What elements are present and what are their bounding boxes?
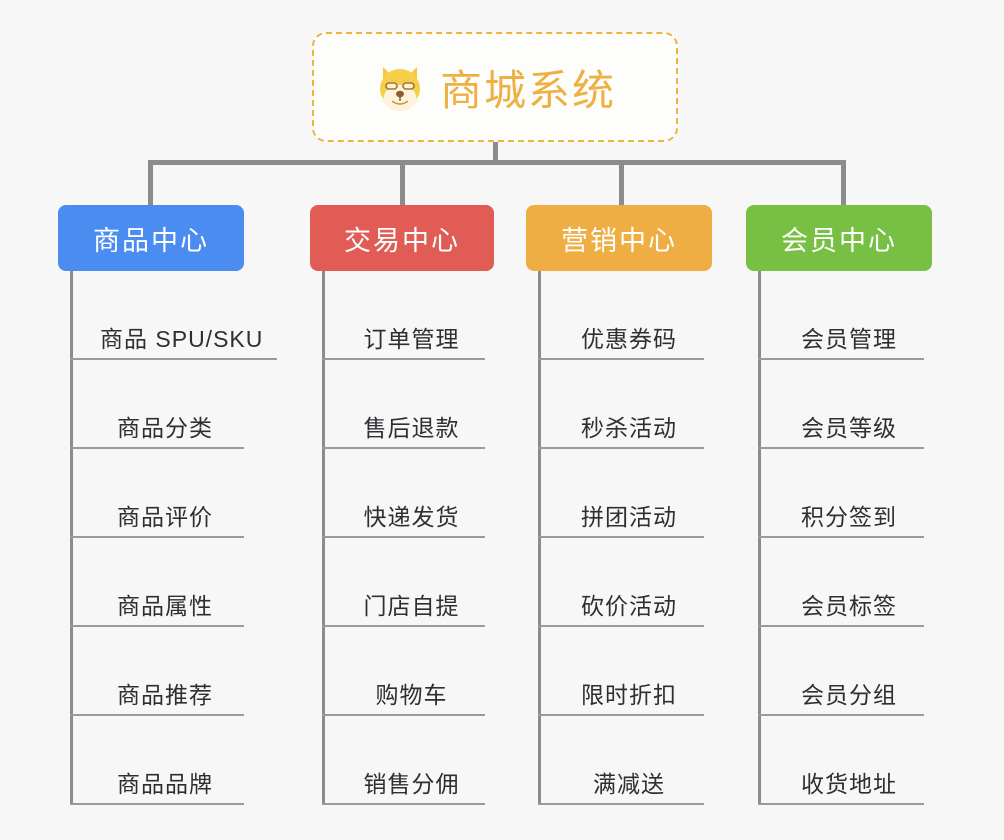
branch-header-marketing-center[interactable]: 营销中心 bbox=[526, 205, 712, 271]
list-item[interactable]: 商品 SPU/SKU bbox=[58, 271, 278, 360]
list-item[interactable]: 收货地址 bbox=[746, 716, 932, 805]
root-title: 商城系统 bbox=[439, 66, 616, 114]
list-item[interactable]: 商品推荐 bbox=[58, 627, 244, 716]
list-item-label: 收货地址 bbox=[801, 770, 897, 797]
list-item[interactable]: 商品分类 bbox=[58, 360, 244, 449]
list-item-label: 限时折扣 bbox=[581, 681, 677, 708]
branch-column-trade-center: 交易中心 订单管理 售后退款 快递发货 门店自提 购物车 销售分佣 bbox=[310, 205, 494, 805]
list-item[interactable]: 砍价活动 bbox=[526, 538, 712, 627]
shiba-dog-face-icon bbox=[374, 61, 426, 113]
list-item-label: 砍价活动 bbox=[581, 592, 677, 619]
list-item-label: 快递发货 bbox=[363, 503, 460, 530]
connector-drop-3 bbox=[619, 160, 624, 207]
list-item-label: 会员标签 bbox=[801, 592, 897, 619]
list-item[interactable]: 售后退款 bbox=[310, 360, 494, 449]
branch-column-member-center: 会员中心 会员管理 会员等级 积分签到 会员标签 会员分组 收货地址 bbox=[746, 205, 932, 805]
list-item-label: 满减送 bbox=[593, 770, 665, 797]
list-item[interactable]: 商品评价 bbox=[58, 449, 244, 538]
list-item-label: 门店自提 bbox=[363, 592, 460, 619]
list-item[interactable]: 会员分组 bbox=[746, 627, 932, 716]
branch-column-marketing-center: 营销中心 优惠券码 秒杀活动 拼团活动 砍价活动 限时折扣 满减送 bbox=[526, 205, 712, 805]
list-item[interactable]: 积分签到 bbox=[746, 449, 932, 538]
list-item[interactable]: 限时折扣 bbox=[526, 627, 712, 716]
branch-spine bbox=[758, 271, 761, 805]
branch-items-member-center: 会员管理 会员等级 积分签到 会员标签 会员分组 收货地址 bbox=[746, 271, 932, 805]
connector-drop-2 bbox=[400, 160, 405, 207]
branch-header-product-center[interactable]: 商品中心 bbox=[58, 205, 244, 271]
list-item-label: 商品推荐 bbox=[117, 681, 213, 708]
list-item-label: 订单管理 bbox=[363, 325, 460, 352]
list-item[interactable]: 会员管理 bbox=[746, 271, 932, 360]
list-item[interactable]: 商品品牌 bbox=[58, 716, 244, 805]
list-item[interactable]: 快递发货 bbox=[310, 449, 494, 538]
list-item[interactable]: 订单管理 bbox=[310, 271, 494, 360]
list-item-label: 秒杀活动 bbox=[581, 414, 677, 441]
connector-drop-4 bbox=[841, 160, 846, 207]
list-item[interactable]: 销售分佣 bbox=[310, 716, 494, 805]
list-item-label: 商品属性 bbox=[117, 592, 213, 619]
list-item-label: 商品评价 bbox=[117, 503, 213, 530]
branch-header-label: 营销中心 bbox=[561, 225, 677, 256]
branch-spine bbox=[70, 271, 73, 805]
branch-header-trade-center[interactable]: 交易中心 bbox=[310, 205, 494, 271]
list-item[interactable]: 拼团活动 bbox=[526, 449, 712, 538]
list-item[interactable]: 满减送 bbox=[526, 716, 712, 805]
list-item-label: 会员管理 bbox=[801, 325, 897, 352]
connector-drop-1 bbox=[148, 160, 153, 207]
list-item[interactable]: 门店自提 bbox=[310, 538, 494, 627]
list-item-label: 拼团活动 bbox=[581, 503, 677, 530]
list-item[interactable]: 会员等级 bbox=[746, 360, 932, 449]
branch-header-label: 会员中心 bbox=[781, 225, 897, 256]
branch-spine bbox=[538, 271, 541, 805]
list-item[interactable]: 商品属性 bbox=[58, 538, 244, 627]
branch-items-marketing-center: 优惠券码 秒杀活动 拼团活动 砍价活动 限时折扣 满减送 bbox=[526, 271, 712, 805]
list-item-label: 销售分佣 bbox=[363, 770, 460, 797]
list-item-label: 会员等级 bbox=[801, 414, 897, 441]
list-item-label: 积分签到 bbox=[801, 503, 897, 530]
list-item-label: 商品分类 bbox=[117, 414, 213, 441]
branch-column-product-center: 商品中心 商品 SPU/SKU 商品分类 商品评价 商品属性 商品推荐 商品品牌 bbox=[58, 205, 278, 805]
list-item[interactable]: 秒杀活动 bbox=[526, 360, 712, 449]
connector-root-stem bbox=[493, 142, 498, 164]
branch-header-member-center[interactable]: 会员中心 bbox=[746, 205, 932, 271]
root-node[interactable]: 商城系统 bbox=[312, 32, 678, 142]
list-item[interactable]: 优惠券码 bbox=[526, 271, 712, 360]
list-item[interactable]: 购物车 bbox=[310, 627, 494, 716]
branch-spine bbox=[322, 271, 325, 805]
list-item-label: 售后退款 bbox=[363, 414, 460, 441]
list-item[interactable]: 会员标签 bbox=[746, 538, 932, 627]
branch-items-product-center: 商品 SPU/SKU 商品分类 商品评价 商品属性 商品推荐 商品品牌 bbox=[58, 271, 278, 805]
branch-items-trade-center: 订单管理 售后退款 快递发货 门店自提 购物车 销售分佣 bbox=[310, 271, 494, 805]
list-item-label: 会员分组 bbox=[801, 681, 897, 708]
list-item-label: 优惠券码 bbox=[581, 325, 677, 352]
branch-header-label: 商品中心 bbox=[93, 225, 209, 256]
branch-header-label: 交易中心 bbox=[344, 225, 460, 256]
connector-horizontal-bar bbox=[148, 160, 846, 165]
list-item-label: 商品品牌 bbox=[117, 770, 213, 797]
list-item-label: 购物车 bbox=[375, 681, 448, 708]
list-item-label: 商品 SPU/SKU bbox=[100, 325, 264, 352]
